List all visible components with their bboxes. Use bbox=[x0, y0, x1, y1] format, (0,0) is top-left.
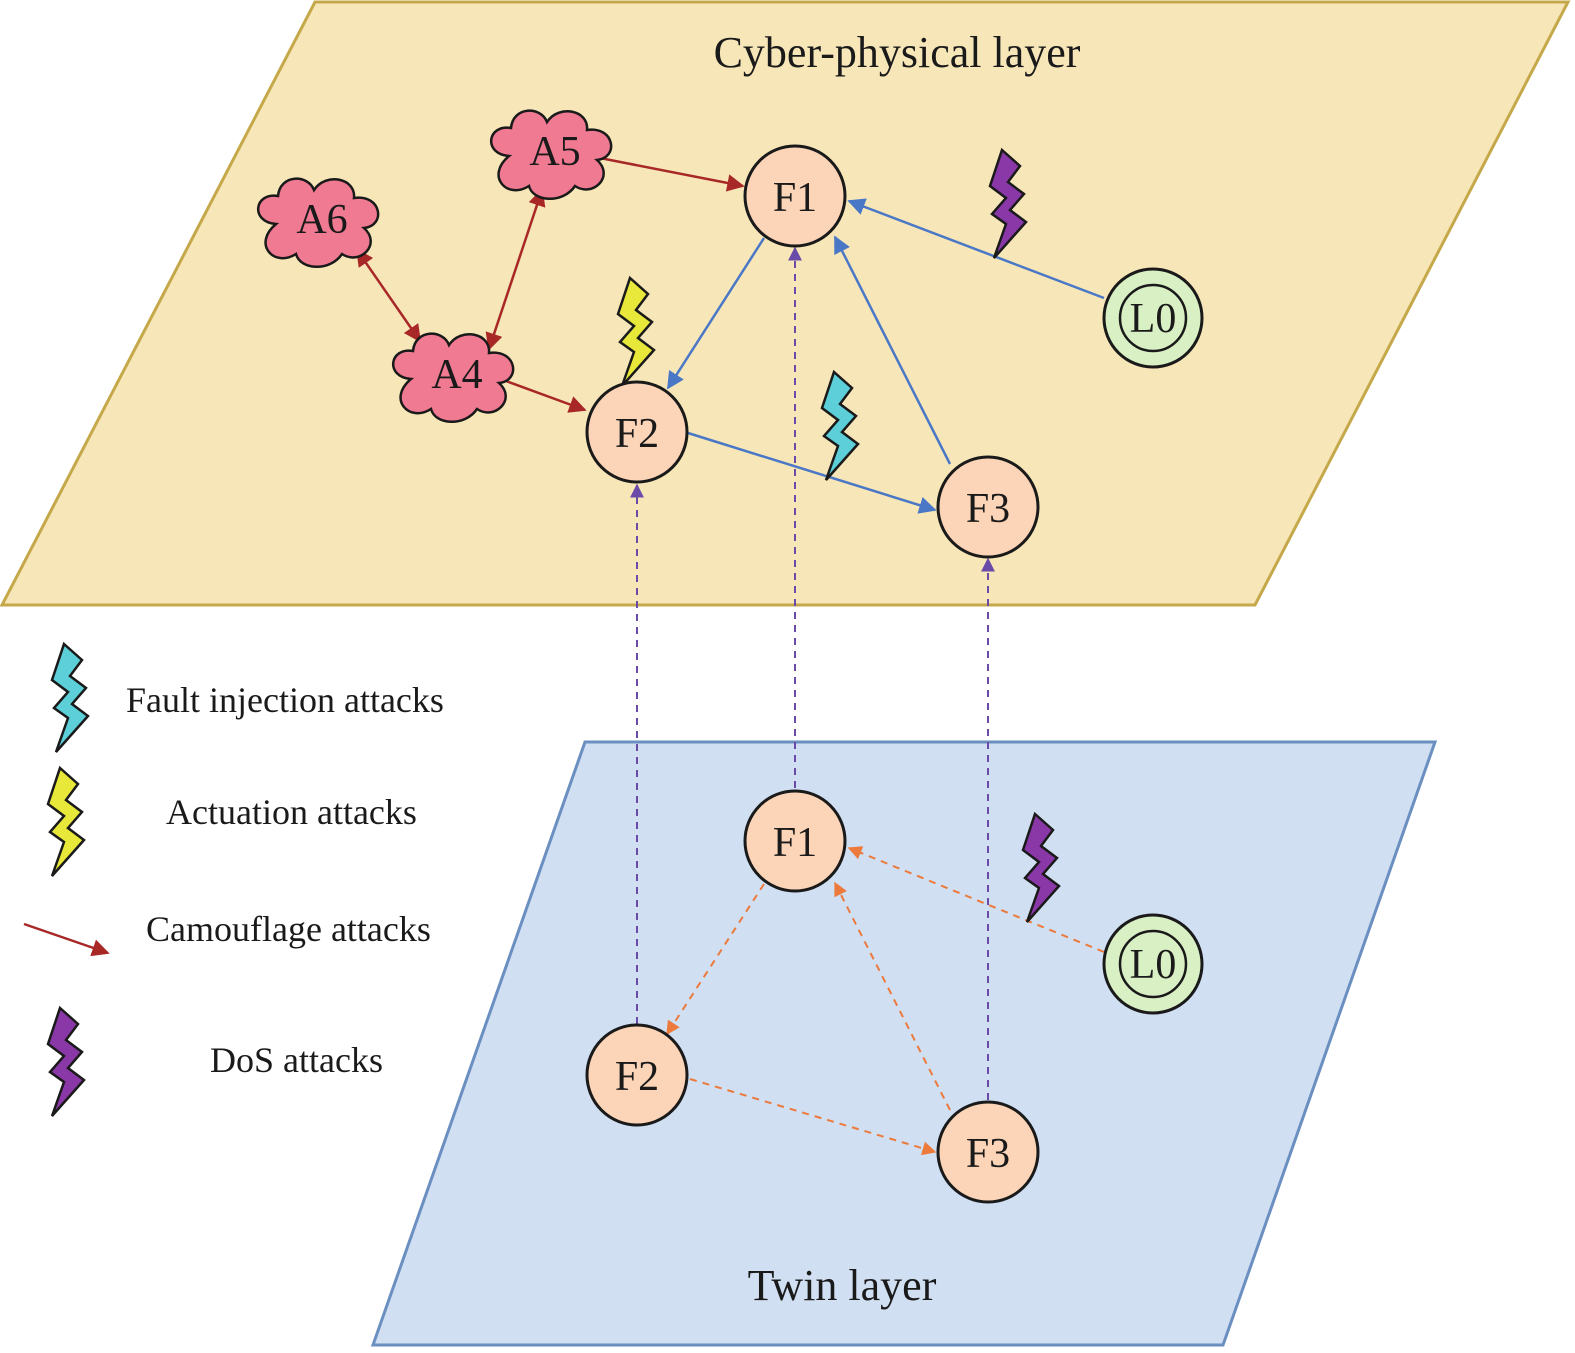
edge-a4-to-f2 bbox=[505, 379, 587, 413]
legend-item-actuation: Actuation attacks bbox=[46, 766, 417, 878]
legend: Fault injection attacks Actuation attack… bbox=[23, 642, 444, 1118]
twin-node-f3: F3 bbox=[936, 1100, 1040, 1204]
twin-edge-f3-to-f1 bbox=[834, 881, 951, 1111]
legend-item-fault-injection: Fault injection attacks bbox=[50, 642, 444, 754]
cyan-lightning-icon bbox=[50, 642, 90, 754]
twin-node-f1-label: F1 bbox=[773, 820, 817, 866]
cyber-physical-layer-title: Cyber-physical layer bbox=[714, 28, 1081, 77]
twin-edge-l0-to-f1 bbox=[847, 846, 1105, 953]
legend-item-camouflage: Camouflage attacks bbox=[23, 909, 431, 957]
cyber-physical-layer-plane bbox=[0, 0, 1571, 607]
cyber-node-f3: F3 bbox=[936, 455, 1040, 559]
cyber-node-f1-label: F1 bbox=[773, 175, 817, 221]
attacker-label-a6: A6 bbox=[296, 197, 347, 243]
cyber-node-f2: F2 bbox=[585, 380, 689, 484]
purple-lightning-icon bbox=[46, 1006, 86, 1118]
edge-a5-to-f1 bbox=[599, 156, 745, 192]
edge-f3-to-f1 bbox=[833, 235, 952, 465]
twin-edge-f2-to-f3 bbox=[689, 1078, 937, 1156]
cyber-node-f1: F1 bbox=[743, 144, 847, 248]
legend-label-camouflage: Camouflage attacks bbox=[146, 909, 431, 949]
edge-l0-to-f1 bbox=[847, 198, 1105, 300]
camouflage-edges bbox=[355, 156, 745, 413]
attacker-node-a5: A5 bbox=[489, 109, 613, 201]
attacker-node-a4: A4 bbox=[391, 332, 515, 424]
legend-label-actuation: Actuation attacks bbox=[166, 792, 417, 832]
edge-f2-to-f3 bbox=[687, 431, 937, 514]
legend-label-dos: DoS attacks bbox=[210, 1040, 383, 1080]
cyber-edges bbox=[666, 198, 1105, 514]
twin-edge-f1-to-f2 bbox=[666, 883, 765, 1036]
twin-layer-plane bbox=[370, 740, 1438, 1347]
attacker-label-a5: A5 bbox=[529, 129, 580, 175]
cyber-node-l0: L0 bbox=[1102, 267, 1204, 369]
twin-layer-title: Twin layer bbox=[748, 1261, 937, 1310]
edge-f1-to-f2 bbox=[666, 237, 766, 390]
twin-node-f2: F2 bbox=[585, 1023, 689, 1127]
twin-node-l0: L0 bbox=[1102, 913, 1204, 1015]
legend-label-fault-injection: Fault injection attacks bbox=[126, 680, 444, 720]
yellow-lightning-icon bbox=[46, 766, 86, 878]
twin-edges bbox=[666, 846, 1105, 1156]
cyber-node-l0-label: L0 bbox=[1130, 296, 1177, 342]
cyber-node-f2-label: F2 bbox=[615, 411, 659, 457]
cyber-node-f3-label: F3 bbox=[966, 486, 1010, 532]
twin-node-f2-label: F2 bbox=[615, 1054, 659, 1100]
edge-a4-a5 bbox=[485, 188, 546, 351]
twin-node-f1: F1 bbox=[743, 789, 847, 893]
twin-node-l0-label: L0 bbox=[1130, 942, 1177, 988]
attacker-label-a4: A4 bbox=[431, 352, 482, 398]
red-arrow-icon bbox=[23, 922, 110, 957]
legend-item-dos: DoS attacks bbox=[46, 1006, 383, 1118]
attacker-node-a6: A6 bbox=[256, 177, 380, 269]
twin-node-f3-label: F3 bbox=[966, 1131, 1010, 1177]
edge-a6-a4 bbox=[355, 248, 422, 343]
